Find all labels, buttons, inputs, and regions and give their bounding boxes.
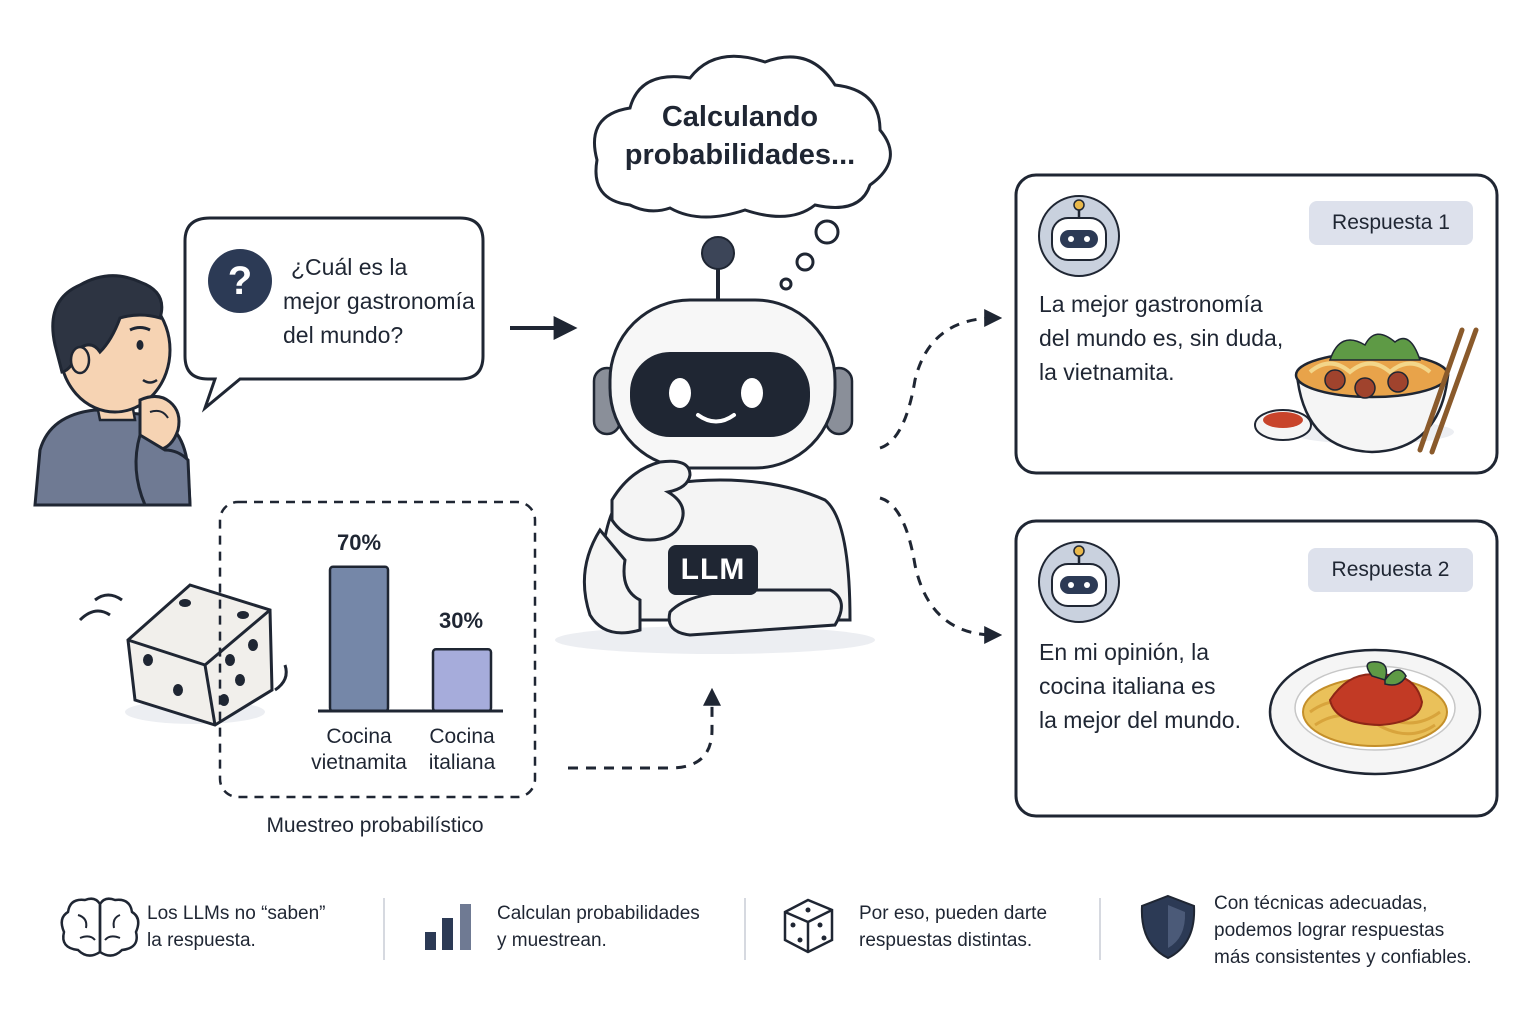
- response-badge: Respuesta 1: [1309, 201, 1473, 245]
- bar-category-label: Cocina vietnamita: [296, 724, 422, 776]
- thought-cloud: [592, 54, 892, 291]
- footer-item-text: Por eso, pueden darte respuestas distint…: [859, 900, 1047, 954]
- thought-line: Calculando: [661, 101, 819, 133]
- robot-avatar-icon: [1038, 195, 1120, 277]
- person-illustration: [33, 274, 192, 507]
- footer-line: respuestas distintas.: [859, 930, 1033, 951]
- robot-avatar-icon: [1038, 541, 1120, 623]
- footer-line: y muestrean.: [497, 930, 607, 951]
- dice-icon: [783, 898, 834, 954]
- sampling-caption: Muestreo probabilístico: [266, 814, 484, 837]
- response-line: cocina italiana es: [1039, 673, 1216, 699]
- footer-line: Con técnicas adecuadas,: [1214, 893, 1428, 914]
- question-line: mejor gastronomía: [283, 288, 475, 314]
- category-line: Cocina: [429, 725, 495, 748]
- pho-bowl-illustration: [1254, 327, 1479, 455]
- sampling-box: [218, 500, 537, 799]
- arrow-to-response-1: [879, 309, 1003, 450]
- response-line: del mundo es, sin duda,: [1039, 325, 1284, 351]
- response-text: En mi opinión, la cocina italiana es la …: [1039, 635, 1241, 737]
- brain-icon: [60, 897, 140, 957]
- response-card-2: [1014, 519, 1499, 818]
- robot-illustration: [555, 236, 875, 654]
- question-text: ¿Cuál es la mejor gastronomía del mundo?: [283, 250, 475, 352]
- bar-chart-icon: [425, 904, 471, 950]
- spaghetti-plate-illustration: [1268, 648, 1482, 776]
- response-text: La mejor gastronomía del mundo es, sin d…: [1039, 287, 1283, 389]
- probability-bar-chart: [328, 565, 493, 713]
- footer-line: la respuesta.: [147, 930, 256, 951]
- thought-line: probabilidades...: [624, 139, 856, 171]
- arrow-to-response-2: [879, 496, 1003, 644]
- footer-item-text: Los LLMs no “saben” la respuesta.: [147, 900, 326, 954]
- footer-item-text: Calculan probabilidades y muestrean.: [497, 900, 700, 954]
- category-line: vietnamita: [311, 751, 407, 774]
- bar-vietnamita: [328, 565, 390, 713]
- bar-italiana: [431, 647, 493, 713]
- question-mark-glyph: ?: [227, 259, 253, 303]
- bar-category-label: Cocina italiana: [412, 724, 512, 776]
- bar-value-label: 30%: [438, 608, 484, 633]
- question-line: del mundo?: [283, 322, 404, 348]
- shield-icon: [1140, 894, 1196, 960]
- response-line: En mi opinión, la: [1039, 639, 1210, 665]
- dice-illustration: [78, 583, 288, 727]
- response-card-1: [1014, 173, 1499, 475]
- footer-line: Por eso, pueden darte: [859, 903, 1048, 924]
- footer-line: más consistentes y confiables.: [1214, 947, 1472, 968]
- question-mark-icon: [208, 249, 272, 313]
- question-bubble: [183, 216, 485, 413]
- footer-item-text: Con técnicas adecuadas, podemos lograr r…: [1214, 890, 1472, 971]
- llm-badge: LLM: [680, 553, 746, 586]
- footer-line: Calculan probabilidades: [497, 903, 700, 924]
- question-line: ¿Cuál es la: [291, 254, 408, 280]
- category-line: italiana: [428, 751, 496, 774]
- thought-cloud-text: Calculando probabilidades...: [600, 98, 880, 174]
- category-line: Cocina: [326, 725, 392, 748]
- response-badge: Respuesta 2: [1308, 548, 1473, 592]
- footer-line: Los LLMs no “saben”: [147, 903, 326, 924]
- response-line: La mejor gastronomía: [1039, 291, 1263, 317]
- response-line: la vietnamita.: [1039, 359, 1175, 385]
- footer-line: podemos lograr respuestas: [1214, 920, 1445, 941]
- arrow-sampling-to-robot: [568, 687, 721, 770]
- bar-value-label: 70%: [336, 530, 382, 555]
- response-line: la mejor del mundo.: [1039, 707, 1241, 733]
